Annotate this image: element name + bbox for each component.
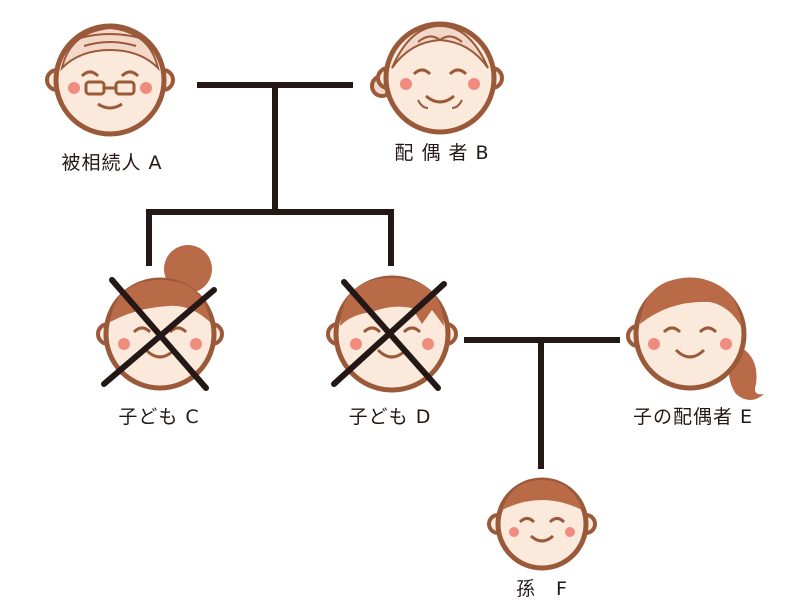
grandmother-icon xyxy=(370,21,504,135)
girl-with-bun-icon xyxy=(96,245,224,391)
person-label-b: 配 偶 者 B xyxy=(394,142,490,164)
child-buzzcut-icon xyxy=(487,477,597,571)
deceased-cross-mark-d xyxy=(331,279,447,391)
connector-lines xyxy=(146,82,620,469)
deceased-cross-mark-c xyxy=(101,277,217,391)
person-label-a: 被相続人 A xyxy=(61,152,163,174)
person-label-f: 孫 F xyxy=(516,578,568,600)
person-label-e: 子の配偶者 E xyxy=(632,406,754,428)
person-label-d: 子ども D xyxy=(348,406,432,428)
woman-side-ponytail-icon xyxy=(626,277,764,400)
person-label-c: 子ども C xyxy=(118,406,200,428)
grandfather-with-glasses-icon xyxy=(45,23,175,137)
